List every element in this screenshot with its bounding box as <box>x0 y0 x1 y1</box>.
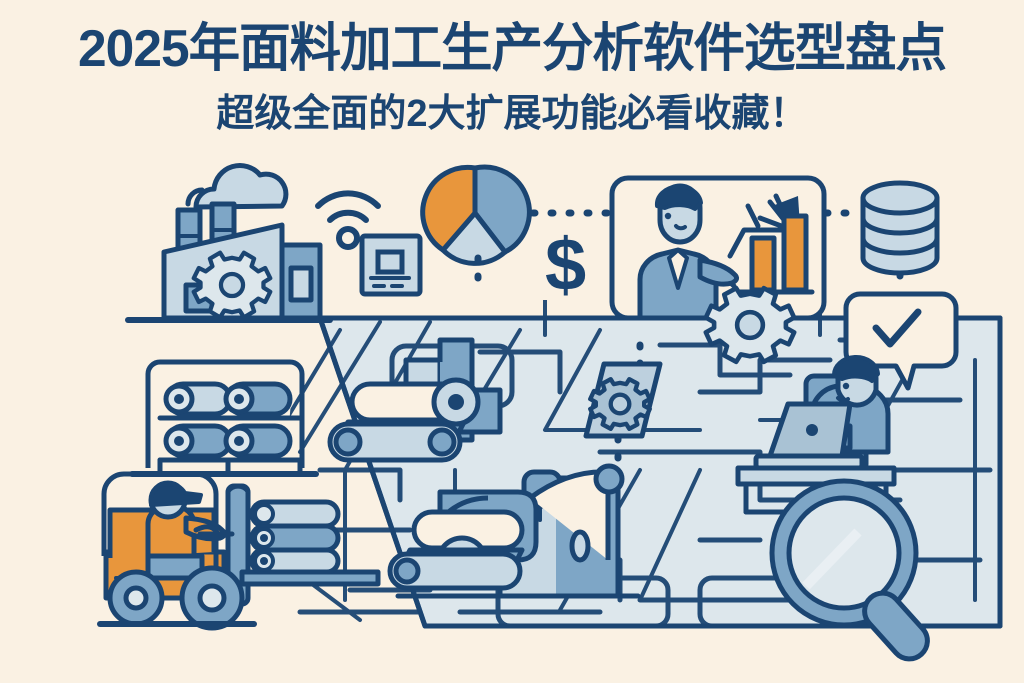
database-icon <box>860 180 940 276</box>
forklift-driver <box>145 480 235 581</box>
smoke-cloud-icon <box>185 163 289 210</box>
dollar-icon: $ <box>545 223 586 306</box>
page-subtitle: 超级全面的2大扩展功能必看收藏！ <box>216 93 808 135</box>
magnifier-icon <box>769 478 930 662</box>
analyst-laptop-icon <box>735 355 897 521</box>
svg-text:$: $ <box>545 223 586 306</box>
forklift-icon <box>97 471 381 631</box>
factory-icon <box>125 163 333 323</box>
monitor-icon <box>359 233 423 297</box>
gear-icon-large <box>703 285 797 365</box>
pie-chart-icon <box>420 164 532 266</box>
processing-machine-icon <box>387 463 641 599</box>
page-title: 2025年面料加工生产分析软件选型盘点 <box>78 20 947 78</box>
gear-icon-factory <box>191 250 273 320</box>
presenter-card <box>609 175 827 321</box>
fabric-roll-stack-icon <box>249 499 341 575</box>
wifi-icon <box>315 190 381 250</box>
conveyor-machine-icon <box>327 337 503 463</box>
gear-in-diamond-icon <box>583 361 663 439</box>
presenter-figure <box>637 183 740 321</box>
